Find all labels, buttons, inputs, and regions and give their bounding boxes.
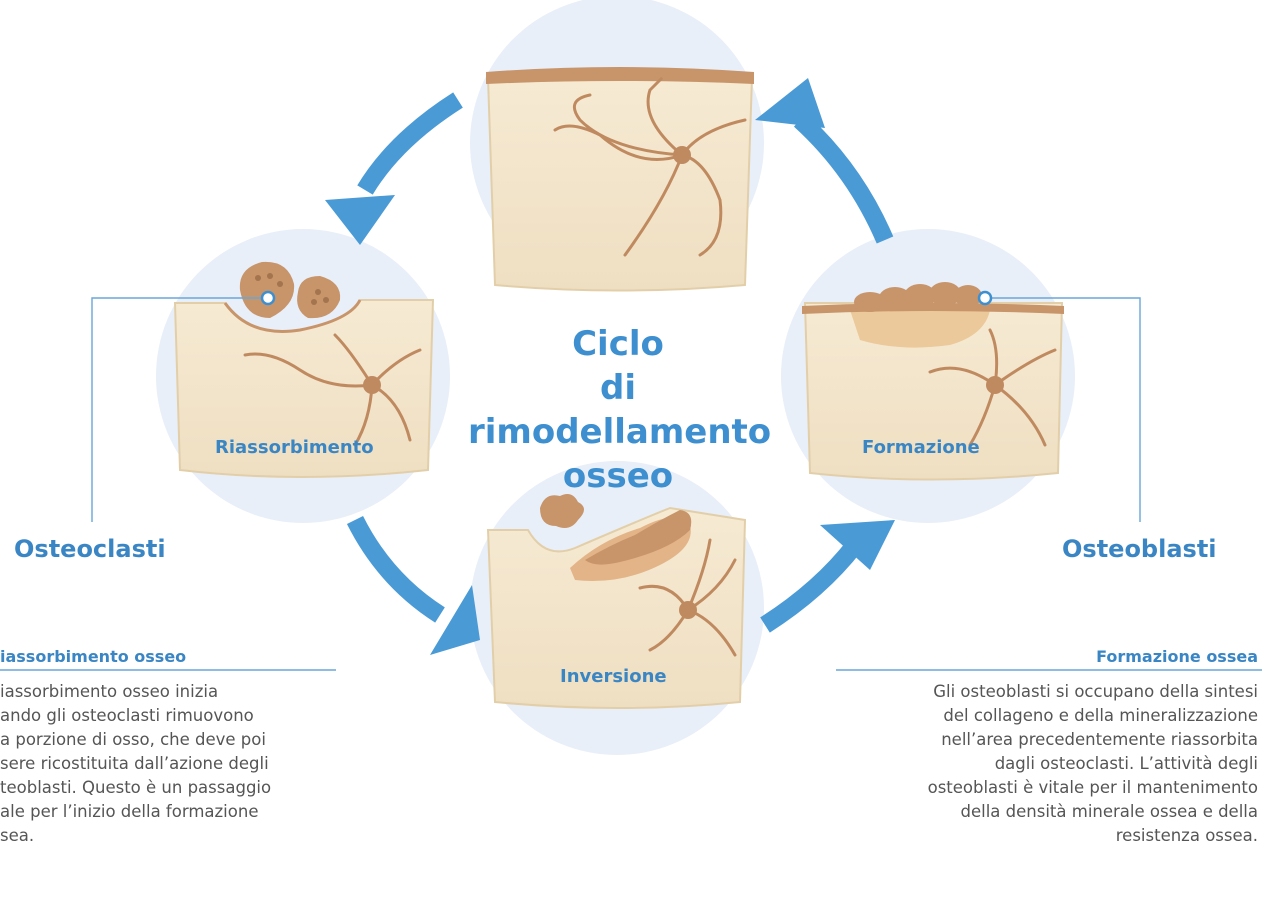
cell-title-right: Osteoblasti — [1062, 535, 1217, 563]
right-panel-heading: Formazione ossea — [1096, 647, 1258, 666]
right-text-line: osteoblasti è vitale per il mantenimento — [928, 776, 1258, 800]
left-text-line: teoblasti. Questo è un passaggio — [0, 776, 271, 800]
left-text-line: ale per l’inizio della formazione — [0, 800, 271, 824]
left-text-line: sere ricostituita dall’azione degli — [0, 752, 271, 776]
bone-block-top — [486, 67, 754, 291]
left-text-line: a porzione di osso, che deve poi — [0, 728, 271, 752]
stage-label-right: Formazione — [862, 437, 980, 458]
callout-dot-right — [979, 292, 991, 304]
cell-title-left: Osteoclasti — [14, 535, 166, 563]
right-text-line: nell’area precedentemente riassorbita — [928, 728, 1258, 752]
callout-dot-left — [262, 292, 274, 304]
left-panel-text: iassorbimento osseo inizia ando gli oste… — [0, 680, 271, 848]
left-text-line: iassorbimento osseo inizia — [0, 680, 271, 704]
right-panel-text: Gli osteoblasti si occupano della sintes… — [928, 680, 1258, 848]
diagram-title: Ciclo di rimodellamento osseo — [468, 322, 768, 498]
right-text-line: resistenza ossea. — [928, 824, 1258, 848]
stage-label-left: Riassorbimento — [215, 437, 374, 458]
arrow-top-to-left — [365, 100, 458, 190]
arrow-left-to-bottom — [355, 520, 440, 615]
arrow-head-left-bottom — [430, 585, 480, 655]
title-line-1: Ciclo — [468, 322, 768, 366]
left-panel-heading: iassorbimento osseo — [0, 647, 186, 666]
left-text-line: sea. — [0, 824, 271, 848]
right-text-line: del collageno e della mineralizzazione — [928, 704, 1258, 728]
left-text-line: ando gli osteoclasti rimuovono — [0, 704, 271, 728]
title-line-2: di rimodellamento — [468, 366, 768, 454]
right-text-line: Gli osteoblasti si occupano della sintes… — [928, 680, 1258, 704]
arrow-right-to-top — [800, 120, 885, 240]
right-text-line: dagli osteoclasti. L’attività degli — [928, 752, 1258, 776]
stage-label-bottom: Inversione — [560, 666, 667, 687]
right-text-line: della densità minerale ossea e della — [928, 800, 1258, 824]
arrow-bottom-to-right — [765, 545, 855, 625]
title-line-3: osseo — [468, 454, 768, 498]
arrow-head-right-top — [755, 78, 825, 128]
